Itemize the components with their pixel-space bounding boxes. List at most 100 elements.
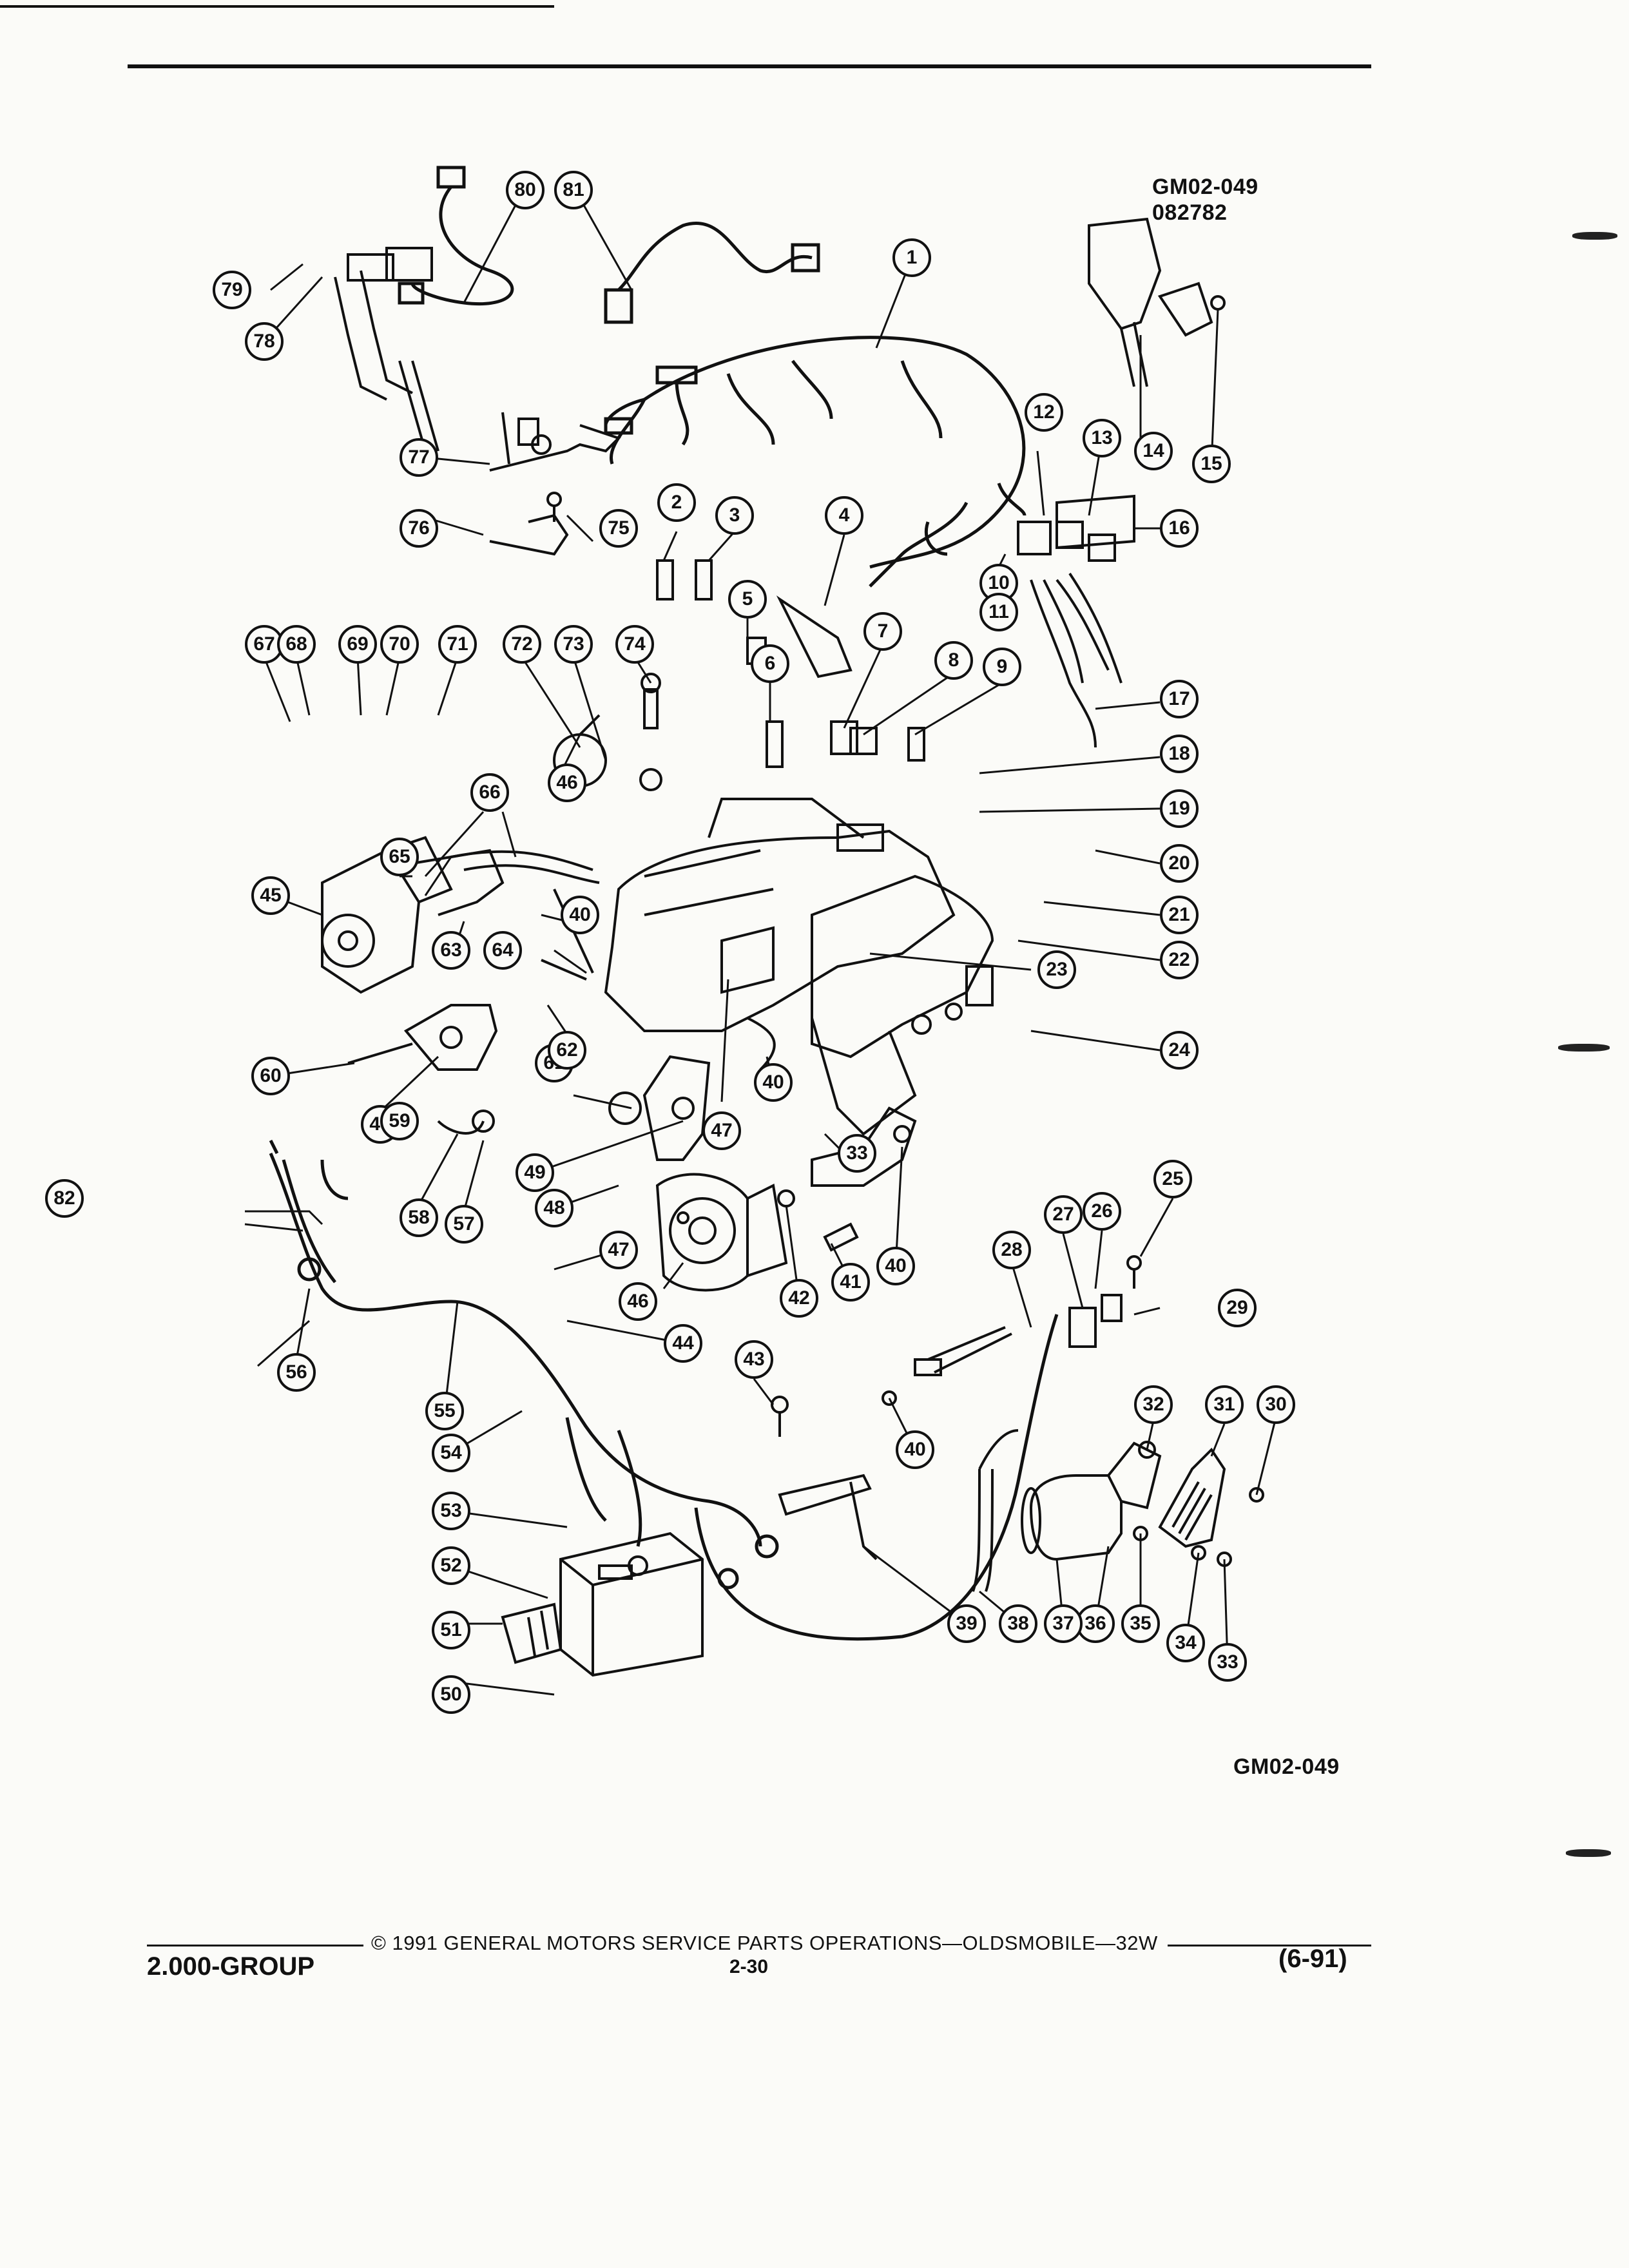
callout-52: 52 [432,1546,470,1585]
callout-40: 40 [896,1430,934,1469]
footer-rule-right [1168,1945,1371,1946]
callout-49: 49 [516,1153,554,1192]
callout-4: 4 [825,496,863,535]
callout-60: 60 [251,1057,290,1095]
callout-51: 51 [432,1611,470,1649]
callout-28: 28 [992,1231,1031,1269]
callout-26: 26 [1083,1192,1121,1231]
callout-1: 1 [892,238,931,277]
callout-40: 40 [876,1247,915,1285]
callout-13: 13 [1083,419,1121,457]
callout-53: 53 [432,1492,470,1530]
callout-34: 34 [1166,1624,1205,1662]
edge-mark [1572,232,1617,240]
callout-46: 46 [548,764,586,802]
figure-code-footer: GM02-049 [1233,1754,1340,1779]
callout-62: 62 [548,1031,586,1070]
callout-7: 7 [863,612,902,651]
engine-block [604,798,994,1136]
callout-64: 64 [483,931,522,970]
callout-38: 38 [999,1604,1037,1643]
callout-37: 37 [1044,1604,1083,1643]
callout-56: 56 [277,1353,316,1392]
callout-19: 19 [1160,789,1199,828]
callout-73: 73 [554,625,593,664]
callout-6: 6 [751,644,789,683]
callout-66: 66 [470,773,509,812]
header-rule [128,64,1371,68]
ground-strap [244,1210,323,1367]
callout-47: 47 [702,1111,741,1150]
bracket-78 [489,412,621,472]
callout-46: 46 [619,1282,657,1321]
battery-cables [269,1139,1059,1641]
callout-82: 82 [45,1179,84,1218]
callout-25: 25 [1153,1160,1192,1198]
starter [1021,1441,1162,1561]
callout-81: 81 [554,171,593,209]
callout-80: 80 [506,171,545,209]
callout-36: 36 [1076,1604,1115,1643]
callout-32: 32 [1134,1385,1173,1424]
top-left-bracket [334,247,439,452]
callout-59: 59 [380,1102,419,1140]
callout-29: 29 [1218,1289,1257,1327]
callout-2: 2 [657,483,696,522]
callout-45: 45 [251,876,290,915]
callout-3: 3 [715,496,754,535]
figure-code-header: GM02-049 082782 [1152,174,1258,226]
callout-14: 14 [1134,432,1173,470]
callout-44: 44 [664,1324,702,1363]
page-number: 2-30 [729,1956,769,1977]
callout-40: 40 [561,896,599,934]
callout-71: 71 [438,625,477,664]
callout-22: 22 [1160,941,1199,979]
callout-78: 78 [245,322,284,361]
callout-68: 68 [277,625,316,664]
callout-17: 17 [1160,680,1199,718]
group-label: 2.000-GROUP [147,1952,315,1981]
top-edge-rule [0,5,554,8]
callout-24: 24 [1160,1031,1199,1070]
callout-20: 20 [1160,844,1199,883]
harness-81 [398,166,514,305]
callout-39: 39 [947,1604,986,1643]
alternator-lower [655,1173,788,1292]
callout-63: 63 [432,931,470,970]
callout-57: 57 [445,1205,483,1244]
callout-55: 55 [425,1392,464,1430]
callout-11: 11 [979,593,1018,631]
callout-31: 31 [1205,1385,1244,1424]
callout-65: 65 [380,838,419,876]
callout-18: 18 [1160,735,1199,773]
callout-76: 76 [400,509,438,548]
callout-77: 77 [400,438,438,477]
callout-9: 9 [983,648,1021,686]
callout-35: 35 [1121,1604,1160,1643]
callout-12: 12 [1025,393,1063,432]
callout-41: 41 [831,1263,870,1302]
callout-23: 23 [1037,950,1076,989]
callout-27: 27 [1044,1195,1083,1234]
callout-30: 30 [1257,1385,1295,1424]
callout-47: 47 [599,1231,638,1269]
callout-74: 74 [615,625,654,664]
callout-15: 15 [1192,445,1231,483]
revision-date: (6-91) [1278,1945,1347,1973]
edge-mark [1566,1849,1611,1857]
parts-25-29 [1068,1255,1142,1348]
callout-50: 50 [432,1675,470,1714]
callout-48: 48 [535,1189,574,1227]
callout-33: 33 [1208,1643,1247,1682]
callout-72: 72 [503,625,541,664]
callout-54: 54 [432,1434,470,1472]
callout-58: 58 [400,1198,438,1237]
footer-rule-left [147,1945,363,1946]
callout-43: 43 [735,1340,773,1379]
edge-mark [1558,1044,1610,1052]
bracket-77 [489,492,569,556]
wiring-harness [604,336,1027,588]
battery [501,1532,704,1677]
